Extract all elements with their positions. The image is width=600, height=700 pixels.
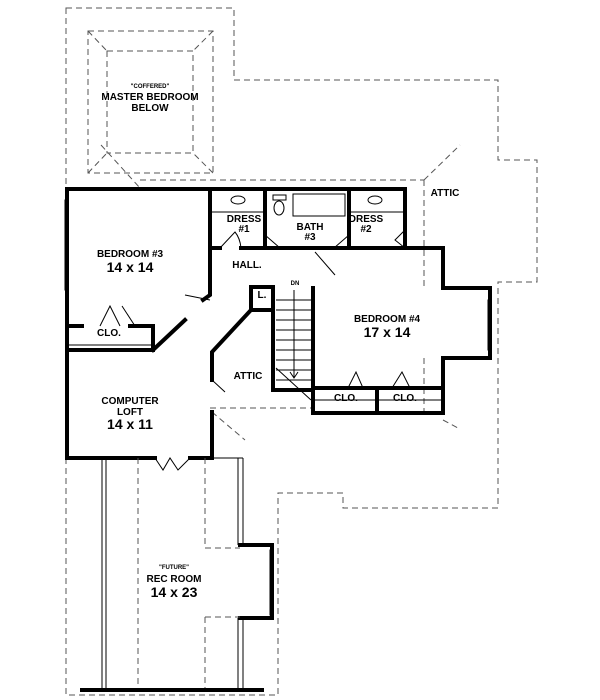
- window-bedroom4: [487, 299, 492, 351]
- toilet-bowl: [273, 200, 285, 216]
- dress2-label: DRESS: [349, 214, 384, 225]
- attic-label: ATTIC: [431, 188, 460, 199]
- attic-lines: [210, 180, 459, 441]
- closet-bedroom3-label: CLO.: [97, 328, 121, 339]
- rec-room-label: REC ROOM: [147, 574, 202, 585]
- door-swings: [99, 229, 411, 471]
- fixtures: [64, 193, 492, 688]
- bedroom3-size: 14 x 14: [107, 259, 154, 275]
- bathtub: [292, 193, 346, 217]
- loft-label: COMPUTER: [101, 396, 159, 407]
- loft-label-2: LOFT: [117, 407, 143, 418]
- coffered-ceiling: [87, 30, 461, 189]
- dress1-label: DRESS: [227, 214, 262, 225]
- rec-room-note: "FUTURE": [159, 565, 189, 571]
- bedroom4-size: 17 x 14: [364, 324, 411, 340]
- hall-label: HALL.: [232, 260, 262, 271]
- master-bedroom-label: MASTER BEDROOM: [101, 92, 198, 103]
- roof-outline: [65, 7, 538, 696]
- sink-2: [367, 195, 383, 205]
- staircase: [275, 290, 312, 401]
- dress2-number: #2: [360, 224, 372, 235]
- window-bedroom3: [64, 199, 69, 291]
- linen-label: L.: [258, 290, 267, 301]
- master-note: "COFFERED": [131, 84, 170, 90]
- bath3-number: #3: [304, 232, 316, 243]
- closet-bedroom4b-label: CLO.: [393, 393, 417, 404]
- closet-bedroom4a-label: CLO.: [334, 393, 358, 404]
- toilet-tank: [272, 194, 287, 201]
- attic-label-2: ATTIC: [234, 371, 263, 382]
- walls: [65, 187, 492, 692]
- sink-1: [230, 195, 246, 205]
- stair-down-label: DN: [291, 281, 300, 287]
- dress1-number: #1: [238, 224, 250, 235]
- window-rec-room: [269, 549, 274, 616]
- loft-size: 14 x 11: [107, 416, 153, 432]
- bath3-label: BATH: [296, 222, 323, 233]
- bedroom4-label: BEDROOM #4: [354, 314, 421, 325]
- bedroom3-label: BEDROOM #3: [97, 249, 164, 260]
- master-below-label: BELOW: [131, 103, 169, 114]
- rec-room-size: 14 x 23: [151, 584, 198, 600]
